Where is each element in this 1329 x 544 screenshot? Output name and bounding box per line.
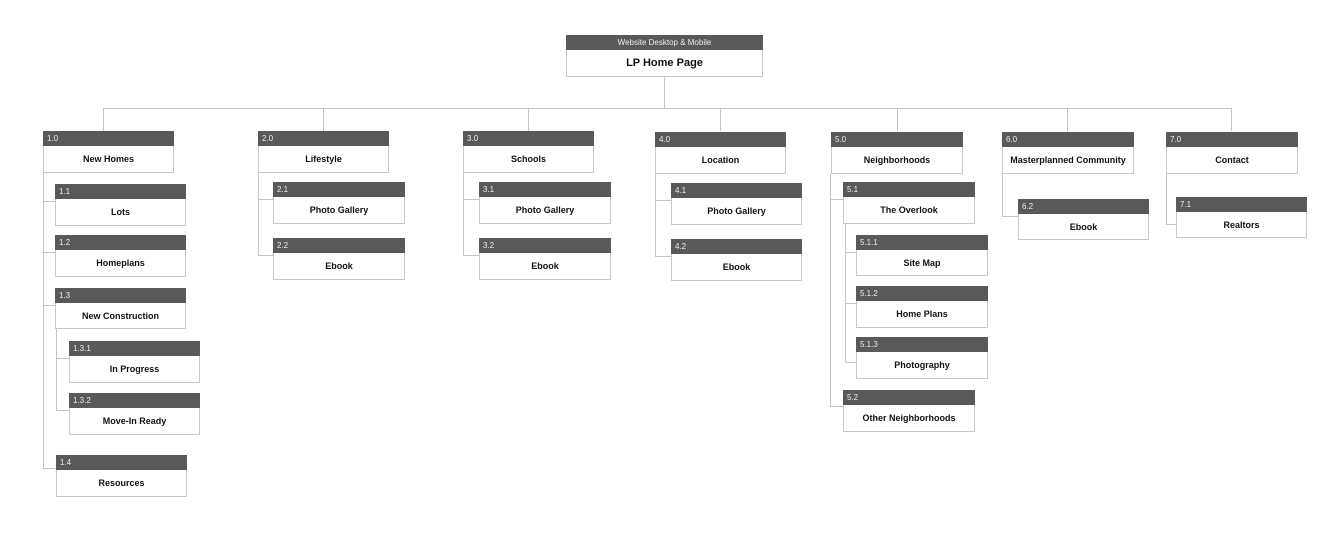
node-label: Photography — [894, 360, 950, 370]
node-label: Ebook — [722, 262, 751, 272]
node-label: Ebook — [325, 261, 353, 271]
node-id: 6.0 — [1002, 132, 1134, 147]
node-id: 7.0 — [1166, 132, 1298, 147]
node-1-3-2[interactable]: 1.3.2 Move-In Ready — [69, 393, 200, 435]
node-label: Lots — [111, 207, 130, 217]
node-3-1[interactable]: 3.1 Photo Gallery — [479, 182, 611, 224]
node-id: 1.1 — [55, 184, 186, 199]
node-2-0[interactable]: 2.0 Lifestyle — [258, 131, 389, 173]
node-id: 2.1 — [273, 182, 405, 197]
node-id: 4.1 — [671, 183, 802, 198]
node-label: Ebook — [531, 261, 559, 271]
node-id: 3.0 — [463, 131, 594, 146]
node-id: 1.3.2 — [69, 393, 200, 408]
node-label: Schools — [510, 154, 546, 164]
node-5-2[interactable]: 5.2 Other Neighborhoods — [843, 390, 975, 432]
node-label: Photo Gallery — [309, 205, 369, 215]
node-id: 5.0 — [831, 132, 963, 147]
node-1-3[interactable]: 1.3 New Construction — [55, 288, 186, 329]
root-node-header: Website Desktop & Mobile — [566, 35, 763, 50]
node-id: 3.2 — [479, 238, 611, 253]
node-label: Masterplanned Community — [1010, 155, 1126, 165]
node-label: Move-In Ready — [102, 416, 167, 426]
node-id: 4.0 — [655, 132, 786, 147]
node-label: The Overlook — [880, 205, 938, 215]
node-2-1[interactable]: 2.1 Photo Gallery — [273, 182, 405, 224]
node-label: Site Map — [903, 257, 941, 268]
node-5-1-2[interactable]: 5.1.2 Home Plans — [856, 286, 988, 328]
node-4-2[interactable]: 4.2 Ebook — [671, 239, 802, 281]
node-6-2[interactable]: 6.2 Ebook — [1018, 199, 1149, 240]
node-4-1[interactable]: 4.1 Photo Gallery — [671, 183, 802, 225]
node-id: 3.1 — [479, 182, 611, 197]
node-label: Lifestyle — [305, 154, 342, 164]
node-label: Contact — [1215, 155, 1249, 165]
node-id: 1.3.1 — [69, 341, 200, 356]
node-id: 1.3 — [55, 288, 186, 303]
node-id: 6.2 — [1018, 199, 1149, 214]
node-label: Photo Gallery — [515, 205, 575, 215]
node-label: Neighborhoods — [863, 155, 931, 165]
node-label: Home Plans — [896, 309, 948, 319]
node-id: 2.0 — [258, 131, 389, 146]
node-5-1[interactable]: 5.1 The Overlook — [843, 182, 975, 224]
node-id: 1.2 — [55, 235, 186, 250]
node-id: 5.2 — [843, 390, 975, 405]
root-node[interactable]: Website Desktop & Mobile LP Home Page — [566, 35, 763, 77]
node-label: Photo Gallery — [707, 206, 766, 216]
node-id: 1.0 — [43, 131, 174, 146]
node-1-1[interactable]: 1.1 Lots — [55, 184, 186, 226]
node-2-2[interactable]: 2.2 Ebook — [273, 238, 405, 280]
root-node-title: LP Home Page — [626, 57, 703, 69]
node-1-4[interactable]: 1.4 Resources — [56, 455, 187, 497]
node-label: Location — [701, 155, 740, 165]
node-6-0[interactable]: 6.0 Masterplanned Community — [1002, 132, 1134, 174]
node-4-0[interactable]: 4.0 Location — [655, 132, 786, 174]
node-1-2[interactable]: 1.2 Homeplans — [55, 235, 186, 277]
node-label: Resources — [98, 478, 145, 488]
node-label: Realtors — [1223, 219, 1260, 230]
node-3-0[interactable]: 3.0 Schools — [463, 131, 594, 173]
node-1-3-1[interactable]: 1.3.1 In Progress — [69, 341, 200, 383]
node-label: Homeplans — [96, 258, 145, 268]
node-id: 4.2 — [671, 239, 802, 254]
node-3-2[interactable]: 3.2 Ebook — [479, 238, 611, 280]
node-id: 5.1 — [843, 182, 975, 197]
node-5-0[interactable]: 5.0 Neighborhoods — [831, 132, 963, 174]
node-label: New Homes — [82, 154, 135, 164]
node-label: In Progress — [109, 364, 160, 374]
node-id: 7.1 — [1176, 197, 1307, 212]
node-7-0[interactable]: 7.0 Contact — [1166, 132, 1298, 174]
node-id: 5.1.2 — [856, 286, 988, 301]
node-label: Ebook — [1069, 221, 1098, 232]
node-label: New Construction — [81, 310, 159, 321]
node-id: 2.2 — [273, 238, 405, 253]
node-1-0[interactable]: 1.0 New Homes — [43, 131, 174, 173]
node-id: 5.1.3 — [856, 337, 988, 352]
node-5-1-1[interactable]: 5.1.1 Site Map — [856, 235, 988, 276]
node-5-1-3[interactable]: 5.1.3 Photography — [856, 337, 988, 379]
node-label: Other Neighborhoods — [862, 413, 956, 423]
node-id: 1.4 — [56, 455, 187, 470]
node-7-1[interactable]: 7.1 Realtors — [1176, 197, 1307, 238]
node-id: 5.1.1 — [856, 235, 988, 250]
